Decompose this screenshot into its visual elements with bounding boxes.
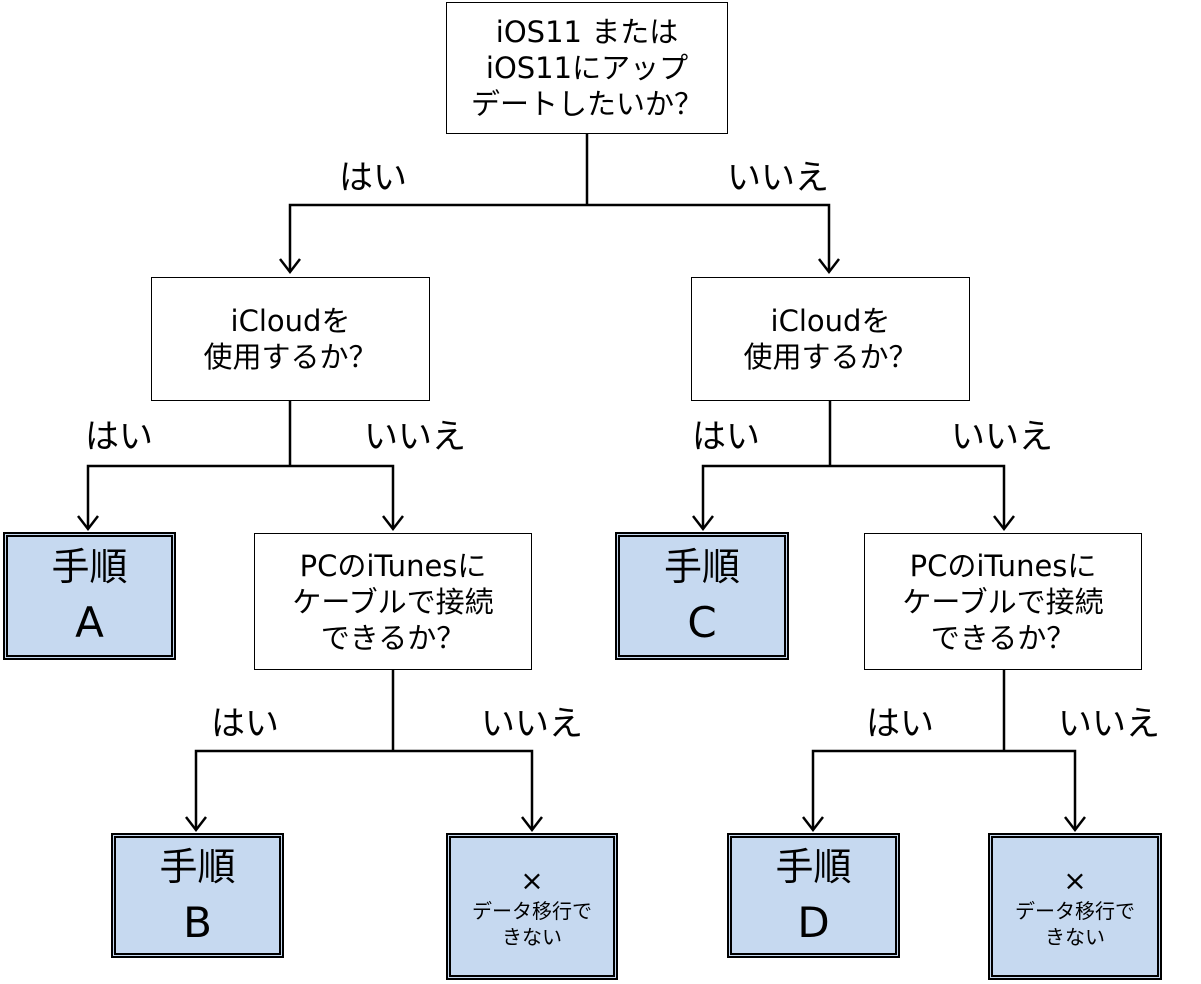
edge-label-no: いいえ [951,417,1053,457]
procedure-letter: C [687,598,717,647]
result-box-no-data-transfer-left: × データ移行で きない [446,833,618,980]
no-data-text-line: きない [502,924,562,949]
connector-pc-right-no [1004,749,1077,830]
question-text-line: iOS11 または [495,15,679,49]
result-box-procedure-b: 手順 B [111,833,284,958]
arrowhead [993,515,1015,532]
arrowhead [692,515,714,532]
question-box-ios11: iOS11 または iOS11にアップ デートしたいか？ [446,2,728,134]
procedure-letter: A [75,598,104,647]
question-text-line: iCloudを [230,304,351,338]
edge-label-no: いいえ [1058,704,1160,744]
arrowhead [382,515,404,532]
procedure-label: 手順 [775,844,852,889]
arrowhead [1064,816,1086,833]
question-box-icloud-left: iCloudを 使用するか？ [151,277,430,401]
question-text-line: デートしたいか？ [470,87,703,121]
no-data-text-line: きない [1045,924,1105,949]
connector-top-no [587,203,831,272]
question-text-line: 使用するか？ [743,340,918,374]
edge-label-yes: はい [85,417,153,457]
cross-mark-icon: × [1063,863,1087,897]
connector-icloud-right-yes [701,464,830,529]
arrowhead [279,258,301,275]
edge-label-yes: はい [211,704,279,744]
question-text-line: 使用するか？ [203,340,378,374]
procedure-label: 手順 [159,844,236,889]
question-box-icloud-right: iCloudを 使用するか？ [691,277,970,401]
question-text-line: iCloudを [770,304,891,338]
result-box-procedure-c: 手順 C [615,532,789,660]
arrowhead [802,816,824,833]
arrowhead [77,515,99,532]
edge-label-no: いいえ [364,417,466,457]
question-box-pc-itunes-right: PCのiTunesに ケーブルで接続 できるか？ [864,533,1142,670]
result-box-procedure-a: 手順 A [3,532,176,660]
no-data-text-line: データ移行で [1015,898,1135,923]
arrowhead [818,258,840,275]
connector-pc-right-yes [811,749,1004,830]
result-box-procedure-d: 手順 D [727,833,900,958]
edge-label-yes: はい [692,417,760,457]
connector-top-yes [288,203,587,272]
procedure-letter: D [797,897,830,947]
no-data-text-line: データ移行で [472,898,592,923]
arrowhead [521,816,543,833]
result-box-no-data-transfer-right: × データ移行で きない [988,833,1162,980]
question-text-line: ケーブルで接続 [902,584,1104,619]
connector-pc-left-no [393,749,534,830]
question-text-line: PCのiTunesに [299,548,487,583]
connector-icloud-right-no [830,464,1006,529]
connector-icloud-left-no [290,464,395,529]
edge-label-yes: はい [339,158,407,198]
question-text-line: iOS11にアップ [485,51,689,85]
question-text-line: できるか？ [930,620,1076,655]
edge-label-yes: はい [866,704,934,744]
cross-mark-icon: × [520,863,544,897]
procedure-letter: B [183,897,212,947]
question-text-line: PCのiTunesに [909,548,1097,583]
arrowhead [185,816,207,833]
question-box-pc-itunes-left: PCのiTunesに ケーブルで接続 できるか？ [254,533,532,670]
connector-pc-left-yes [194,749,393,830]
edge-label-no: いいえ [481,704,583,744]
question-text-line: ケーブルで接続 [292,584,494,619]
question-text-line: できるか？ [320,620,466,655]
procedure-label: 手順 [663,545,740,589]
connector-icloud-left-yes [86,464,290,529]
edge-label-no: いいえ [727,158,829,198]
procedure-label: 手順 [51,545,128,589]
